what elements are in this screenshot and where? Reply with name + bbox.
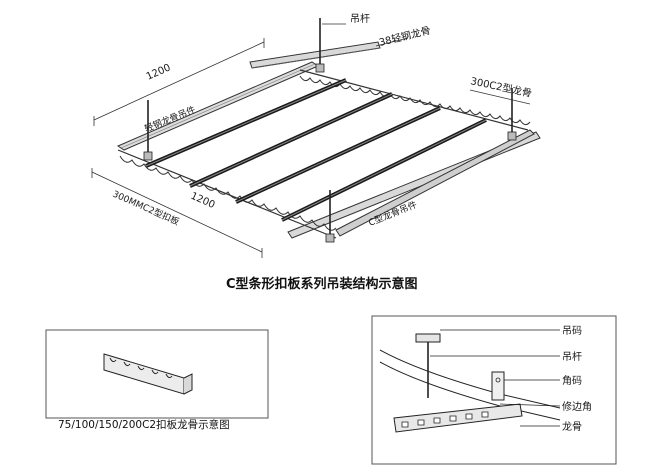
keel-detail-panel: 75/100/150/200C2扣板龙骨示意图 (45, 329, 269, 431)
label-corner-clip: 角码 (562, 375, 582, 387)
label-hanger-clip: 吊码 (562, 325, 582, 337)
label-hanger-rod: 吊杆 (350, 13, 370, 25)
install-detail-panel: 吊码 吊杆 角码 修边角 龙骨 (371, 315, 617, 465)
label-keel-300c2: 300C2型龙骨 (469, 74, 533, 100)
dimension-lines (91, 23, 531, 258)
label-panel-300mmc2: 300MMC2型扣板 (111, 188, 181, 228)
dim-bottom-1200: 1200 (189, 191, 217, 211)
hanger-clip-shape (415, 333, 441, 398)
label-keel: 龙骨 (562, 420, 582, 433)
main-structure-diagram: 吊杆 38轻钢龙骨 300C2型龙骨 轻钢龙骨吊件 C型龙骨吊件 300MMC2… (91, 13, 541, 292)
keel-teeth-shape (393, 403, 523, 433)
right-edge-keel (335, 129, 535, 237)
label-install-hanger-rod: 吊杆 (562, 351, 582, 363)
hanger-rods (143, 18, 517, 243)
corner-clip-shape (491, 371, 505, 401)
keel-detail-caption: 75/100/150/200C2扣板龙骨示意图 (58, 418, 230, 431)
label-edge-trim: 修边角 (562, 400, 592, 413)
panel-strips (145, 78, 487, 222)
keel-profile-shape (103, 353, 193, 395)
dim-top-1200: 1200 (145, 62, 173, 82)
c-keel-front (117, 149, 337, 239)
steel-keel-38-back (249, 41, 381, 69)
label-steel-keel-38: 38轻钢龙骨 (378, 24, 432, 49)
main-diagram-title: C型条形扣板系列吊装结构示意图 (226, 276, 418, 292)
